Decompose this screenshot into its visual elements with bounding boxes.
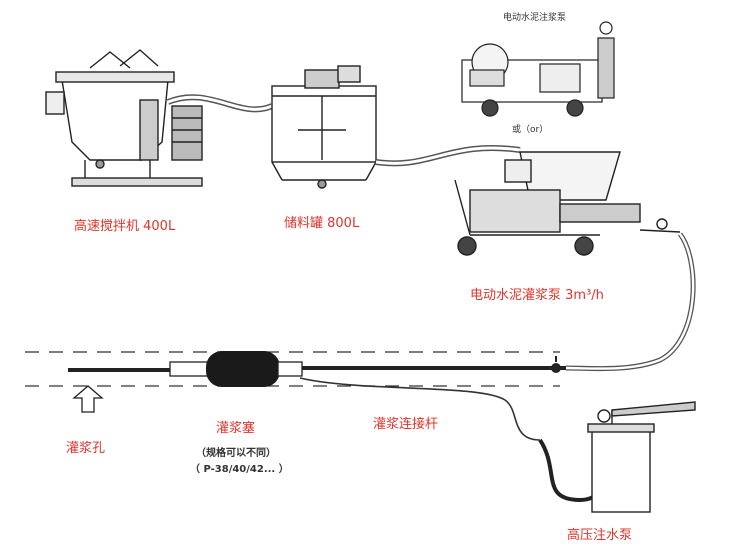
storage-tank-label: 储料罐 800L bbox=[284, 216, 360, 231]
valve-icon bbox=[551, 356, 561, 373]
packer-icon bbox=[169, 351, 303, 387]
grout-pump-label: 电动水泥灌浆泵 3m³/h bbox=[470, 288, 604, 303]
packer-spec-line-2: （ P-38/40/42... ） bbox=[190, 464, 289, 475]
grout-pump-icon bbox=[454, 151, 681, 256]
hose-tank-to-pump bbox=[375, 144, 521, 167]
up-arrow-icon bbox=[72, 385, 104, 413]
high-pressure-pump-icon bbox=[587, 401, 696, 513]
grout-hole-label: 灌浆孔 bbox=[66, 441, 106, 456]
borehole-walls bbox=[25, 351, 560, 387]
packer-spec-line-1: （规格可以不同） bbox=[196, 448, 276, 459]
storage-tank-icon bbox=[271, 65, 377, 189]
connect-rod-label: 灌浆连接杆 bbox=[373, 417, 439, 432]
hp-pump-label: 高压注水泵 bbox=[567, 528, 633, 543]
alt-pump-title: 电动水泥注浆泵 bbox=[503, 13, 567, 23]
mixer-label: 高速搅拌机 400L bbox=[74, 219, 176, 234]
or-text: 或（or） bbox=[512, 125, 549, 135]
high-speed-mixer-icon bbox=[45, 49, 203, 187]
packer-label: 灌浆塞 bbox=[216, 421, 256, 436]
water-line bbox=[299, 377, 541, 441]
alt-grout-pump-icon bbox=[461, 21, 615, 117]
